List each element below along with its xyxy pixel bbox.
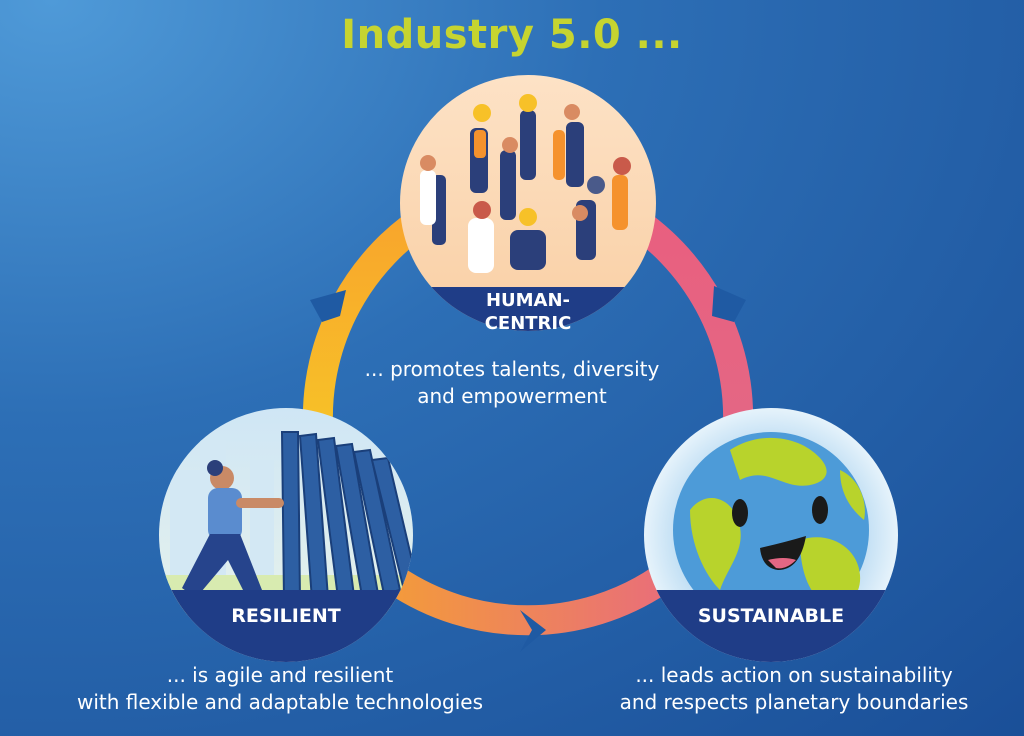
smiling-earth-illustration [673, 432, 869, 628]
diverse-workers-illustration [420, 94, 631, 273]
node-resilient: RESILIENT [159, 408, 413, 662]
caption-line: with flexible and adaptable technologies [76, 690, 484, 714]
page-title: Industry 5.0 ... [341, 12, 683, 58]
caption-human-centric: ... promotes talents, diversity and empo… [312, 356, 712, 410]
node-label-line: CENTRIC [485, 313, 572, 334]
chevron-right-icon [712, 286, 746, 322]
label-band [644, 590, 898, 662]
caption-line: ... is agile and resilient [166, 663, 394, 687]
caption-resilient: ... is agile and resilient with flexible… [40, 662, 520, 716]
node-label-line: RESILIENT [231, 605, 340, 627]
woman-holding-dominoes-illustration [160, 431, 413, 615]
node-label-line: HUMAN- [486, 290, 570, 311]
caption-line: and empowerment [417, 384, 607, 408]
chevron-left-icon [310, 290, 346, 322]
label-band [159, 590, 413, 662]
chevron-bottom-icon [520, 610, 546, 652]
arc-resilient-to-sustainable [386, 567, 669, 636]
caption-line: ... promotes talents, diversity [364, 357, 660, 381]
caption-line: and respects planetary boundaries [619, 690, 969, 714]
node-label-line: SUSTAINABLE [698, 605, 844, 627]
caption-line: ... leads action on sustainability [635, 663, 953, 687]
node-sustainable: SUSTAINABLE [644, 408, 898, 662]
caption-sustainable: ... leads action on sustainability and r… [584, 662, 1004, 716]
node-human-centric: HUMAN- CENTRIC [400, 75, 656, 334]
